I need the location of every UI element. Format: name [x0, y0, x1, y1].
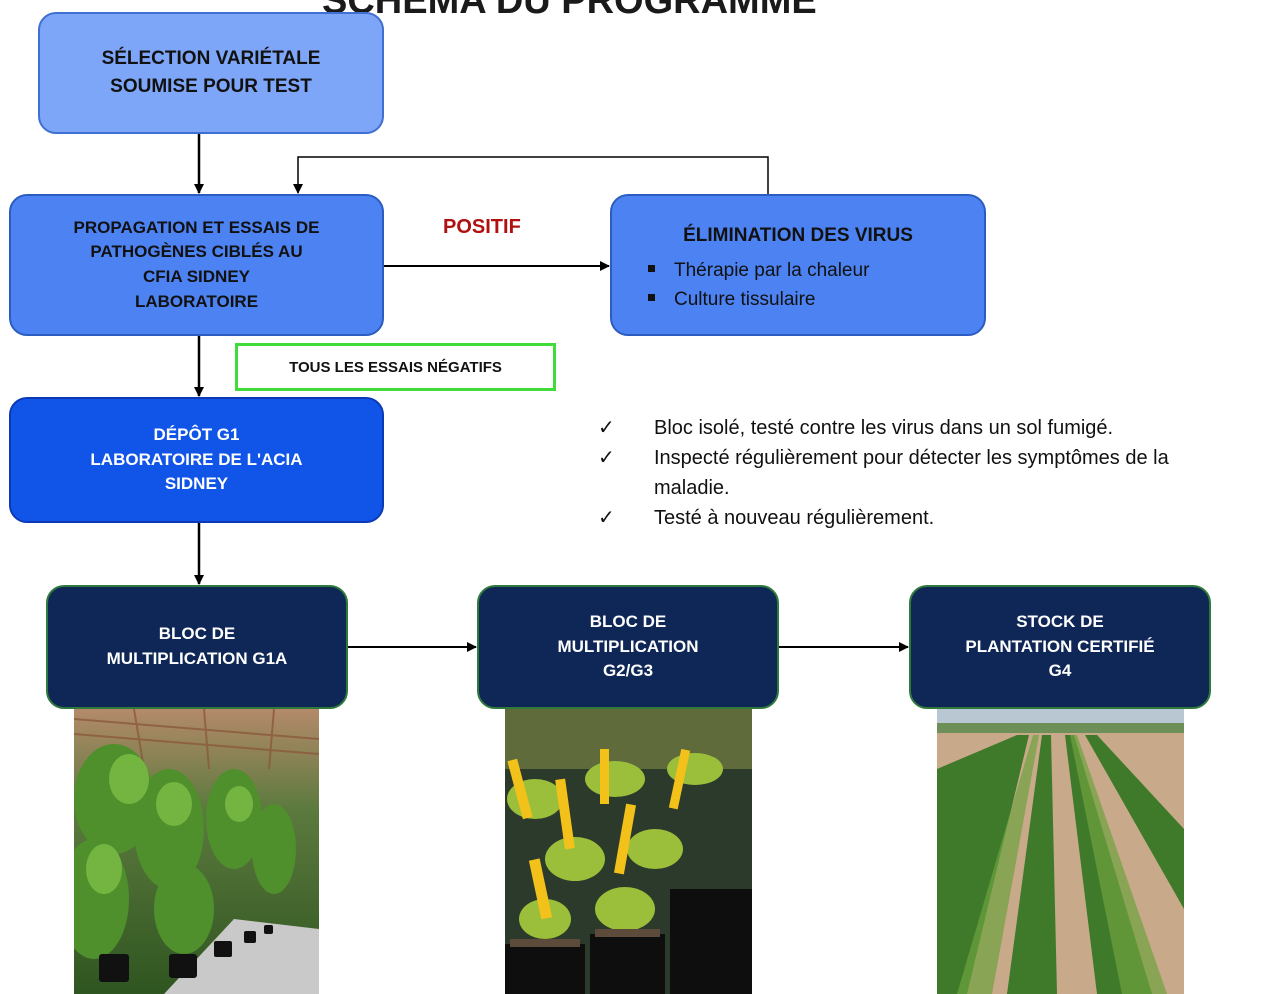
- box-line: MULTIPLICATION: [557, 636, 699, 656]
- list-item: ✓ Inspecté régulièrement pour détecter l…: [598, 443, 1264, 503]
- variety-selection-box: SÉLECTION VARIÉTALE SOUMISE POUR TEST: [38, 12, 384, 134]
- box-line: PLANTATION CERTIFIÉ: [965, 636, 1155, 656]
- checkmark-icon: ✓: [598, 447, 615, 469]
- list-item: Culture tissulaire: [648, 285, 869, 314]
- positive-label: POSITIF: [443, 216, 521, 238]
- checklist-text: Testé à nouveau régulièrement.: [654, 507, 935, 529]
- box-line: SOUMISE POUR TEST: [110, 76, 312, 97]
- list-item: Thérapie par la chaleur: [648, 256, 869, 285]
- g2-g3-multiplication-block-box: BLOC DE MULTIPLICATION G2/G3: [477, 585, 779, 709]
- elimination-methods-list: Thérapie par la chaleur Culture tissulai…: [648, 256, 869, 315]
- box-line: BLOC DE: [158, 624, 236, 644]
- g1a-multiplication-block-box: BLOC DE MULTIPLICATION G1A: [46, 585, 348, 709]
- box-line: G4: [1048, 661, 1072, 681]
- box-line: SÉLECTION VARIÉTALE: [101, 48, 321, 70]
- box-line: SIDNEY: [164, 474, 229, 494]
- box-line: PATHOGÈNES CIBLÉS AU: [90, 242, 303, 262]
- arrow-elimination-return: [293, 156, 769, 194]
- checklist-text: Inspecté régulièrement pour détecter les…: [654, 447, 1169, 499]
- box-line: LABORATOIRE: [134, 291, 259, 311]
- diagram-title-clipped: SCHÉMA DU PROGRAMME: [0, 0, 1264, 16]
- list-item: ✓ Bloc isolé, testé contre les virus dan…: [598, 413, 1264, 443]
- checklist-text: Bloc isolé, testé contre les virus dans …: [654, 417, 1114, 439]
- box-line: CFIA SIDNEY: [142, 267, 251, 286]
- box-line: LABORATOIRE DE L'ACIA: [90, 449, 303, 469]
- vineyard-field-photo: [937, 709, 1184, 994]
- g1-repository-box: DÉPÔT G1 LABORATOIRE DE L'ACIA SIDNEY: [9, 397, 384, 523]
- box-line: BLOC DE: [589, 612, 667, 632]
- all-tests-negative-label: TOUS LES ESSAIS NÉGATIFS: [235, 343, 556, 391]
- box-line: STOCK DE: [1016, 612, 1104, 632]
- diagram-title: SCHÉMA DU PROGRAMME: [322, 0, 817, 16]
- box-line: PROPAGATION ET ESSAIS DE: [73, 217, 320, 237]
- box-line: DÉPÔT G1: [153, 425, 240, 445]
- potted-vines-photo: [505, 709, 752, 994]
- checkmark-icon: ✓: [598, 417, 615, 439]
- list-item: ✓ Testé à nouveau régulièrement.: [598, 503, 1264, 533]
- greenhouse-vines-photo: [74, 709, 319, 994]
- box-title: ÉLIMINATION DES VIRUS: [683, 225, 913, 246]
- box-line: MULTIPLICATION G1A: [106, 649, 288, 668]
- checklist: ✓ Bloc isolé, testé contre les virus dan…: [598, 413, 1264, 533]
- box-line: G2/G3: [602, 661, 654, 681]
- g4-certified-stock-box: STOCK DE PLANTATION CERTIFIÉ G4: [909, 585, 1211, 709]
- checkmark-icon: ✓: [598, 507, 615, 529]
- virus-elimination-box: ÉLIMINATION DES VIRUS Thérapie par la ch…: [610, 194, 986, 336]
- propagation-testing-box: PROPAGATION ET ESSAIS DE PATHOGÈNES CIBL…: [9, 194, 384, 336]
